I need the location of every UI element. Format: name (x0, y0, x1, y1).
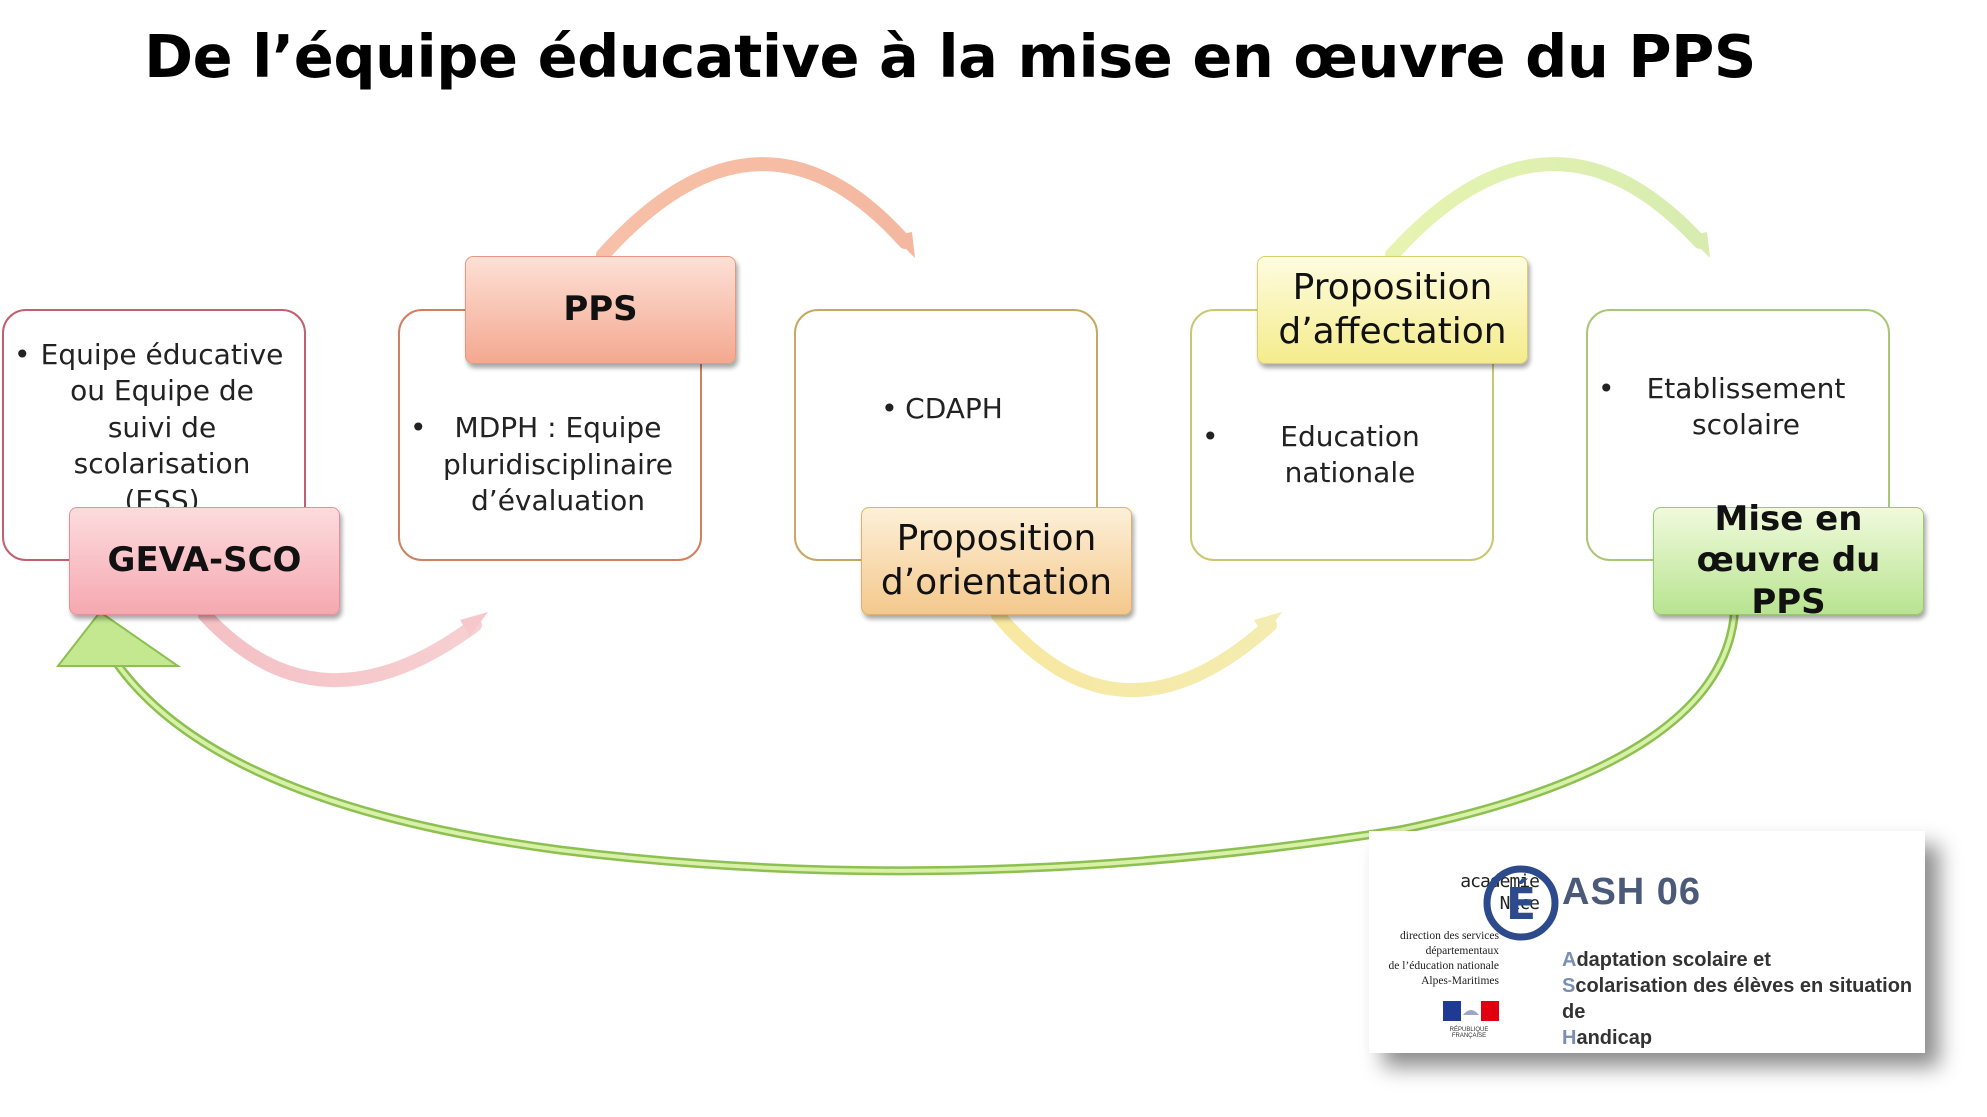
arrow-3-4 (991, 608, 1277, 698)
arrow-1-2 (198, 608, 482, 688)
svg-text:É: É (1506, 877, 1536, 930)
arrow-2-3-head (893, 232, 915, 258)
ash-description: Adaptation scolaire et Scolarisation des… (1562, 949, 1913, 1049)
ash-title: ASH 06 (1562, 871, 1702, 913)
step-5-tag: Mise en œuvre du PPS (1653, 499, 1924, 622)
step-2-tag: PPS (465, 256, 736, 364)
step-1-tag: GEVA-SCO (69, 507, 340, 615)
arrow-1-2-head (460, 612, 488, 636)
republique-text: RÉPUBLIQUE FRANÇAISE (1449, 1027, 1489, 1039)
step-4-item: Education nationale (1202, 419, 1474, 492)
step-3-item: CDAPH (881, 391, 1003, 428)
arrow-4-5-head (1688, 232, 1710, 258)
step-2-item: MDPH : Equipe pluridisciplinaire d’évalu… (410, 410, 682, 519)
academie-emblem-icon: É (1483, 865, 1559, 941)
marianne-flag-icon (1443, 1001, 1499, 1021)
step-5-item: Etablissement scolaire (1598, 371, 1870, 444)
direction-text: direction des services départementaux de… (1388, 930, 1499, 987)
step-4-tag: Proposition d’affectation (1257, 256, 1528, 364)
step-3-tag: Proposition d’orientation (861, 507, 1132, 615)
arrow-2-3 (596, 157, 912, 262)
arrow-4-5 (1385, 157, 1707, 262)
arrow-3-4-head (1254, 612, 1282, 636)
ash06-logo: académie Nice É ASH 06 direction des ser… (1369, 831, 1925, 1053)
page-title: De l’équipe éducative à la mise en œuvre… (144, 22, 1756, 91)
step-1-item: Equipe éducative ou Equipe de suivi de s… (14, 337, 286, 519)
return-arrow-head (55, 610, 182, 667)
academie-wordmark: académie Nice (1460, 871, 1540, 914)
